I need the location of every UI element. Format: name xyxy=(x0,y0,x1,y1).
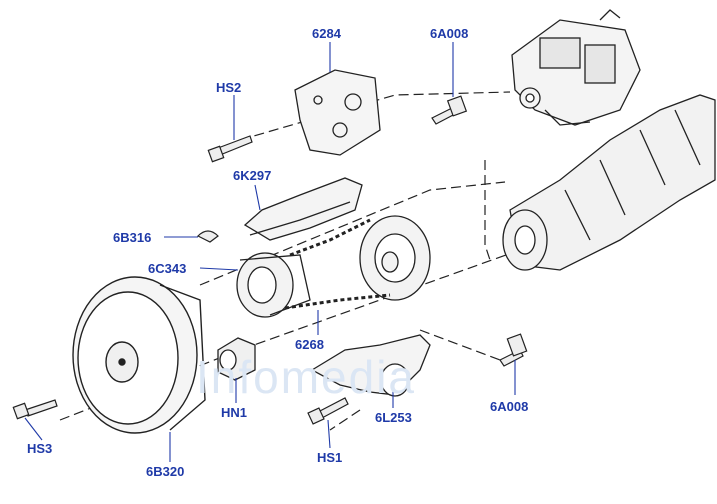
pump-sprocket xyxy=(359,215,431,301)
leader-lines xyxy=(24,42,516,462)
timing-chain-6268 xyxy=(284,218,391,310)
bolt-hs1 xyxy=(307,397,349,425)
callout-hs2: HS2 xyxy=(216,80,242,95)
chain-guide-6k297 xyxy=(243,177,363,241)
stud-6a008-bottom xyxy=(499,333,528,367)
tensioner-6l253 xyxy=(310,334,431,397)
woodruff-key-6b316 xyxy=(196,230,219,243)
callout-6a008-top: 6A008 xyxy=(430,26,469,41)
crank-sprocket-6c343 xyxy=(236,252,311,318)
callout-6b316: 6B316 xyxy=(113,230,152,245)
callout-6c343: 6C343 xyxy=(148,261,187,276)
watermark-text: Infomedia xyxy=(196,351,417,403)
pump-bracket-6284 xyxy=(294,69,381,156)
callout-6b320: 6B320 xyxy=(146,464,185,479)
callout-hs3: HS3 xyxy=(27,441,53,456)
callout-hs1: HS1 xyxy=(317,450,343,465)
callout-hn1: HN1 xyxy=(221,405,248,420)
crankshaft-pulley-6b320 xyxy=(72,276,206,434)
stud-6a008-top xyxy=(431,95,468,125)
bolt-hs3 xyxy=(12,399,58,420)
crankshaft xyxy=(502,94,716,271)
callout-6k297: 6K297 xyxy=(233,168,272,183)
callout-6284: 6284 xyxy=(312,26,341,41)
fuel-injection-pump xyxy=(511,9,641,126)
callout-6a008-bottom: 6A008 xyxy=(490,399,529,414)
callout-6268: 6268 xyxy=(295,337,324,352)
bolt-hs2 xyxy=(207,135,253,163)
nut-hn1 xyxy=(217,337,256,381)
callout-6l253: 6L253 xyxy=(375,410,412,425)
